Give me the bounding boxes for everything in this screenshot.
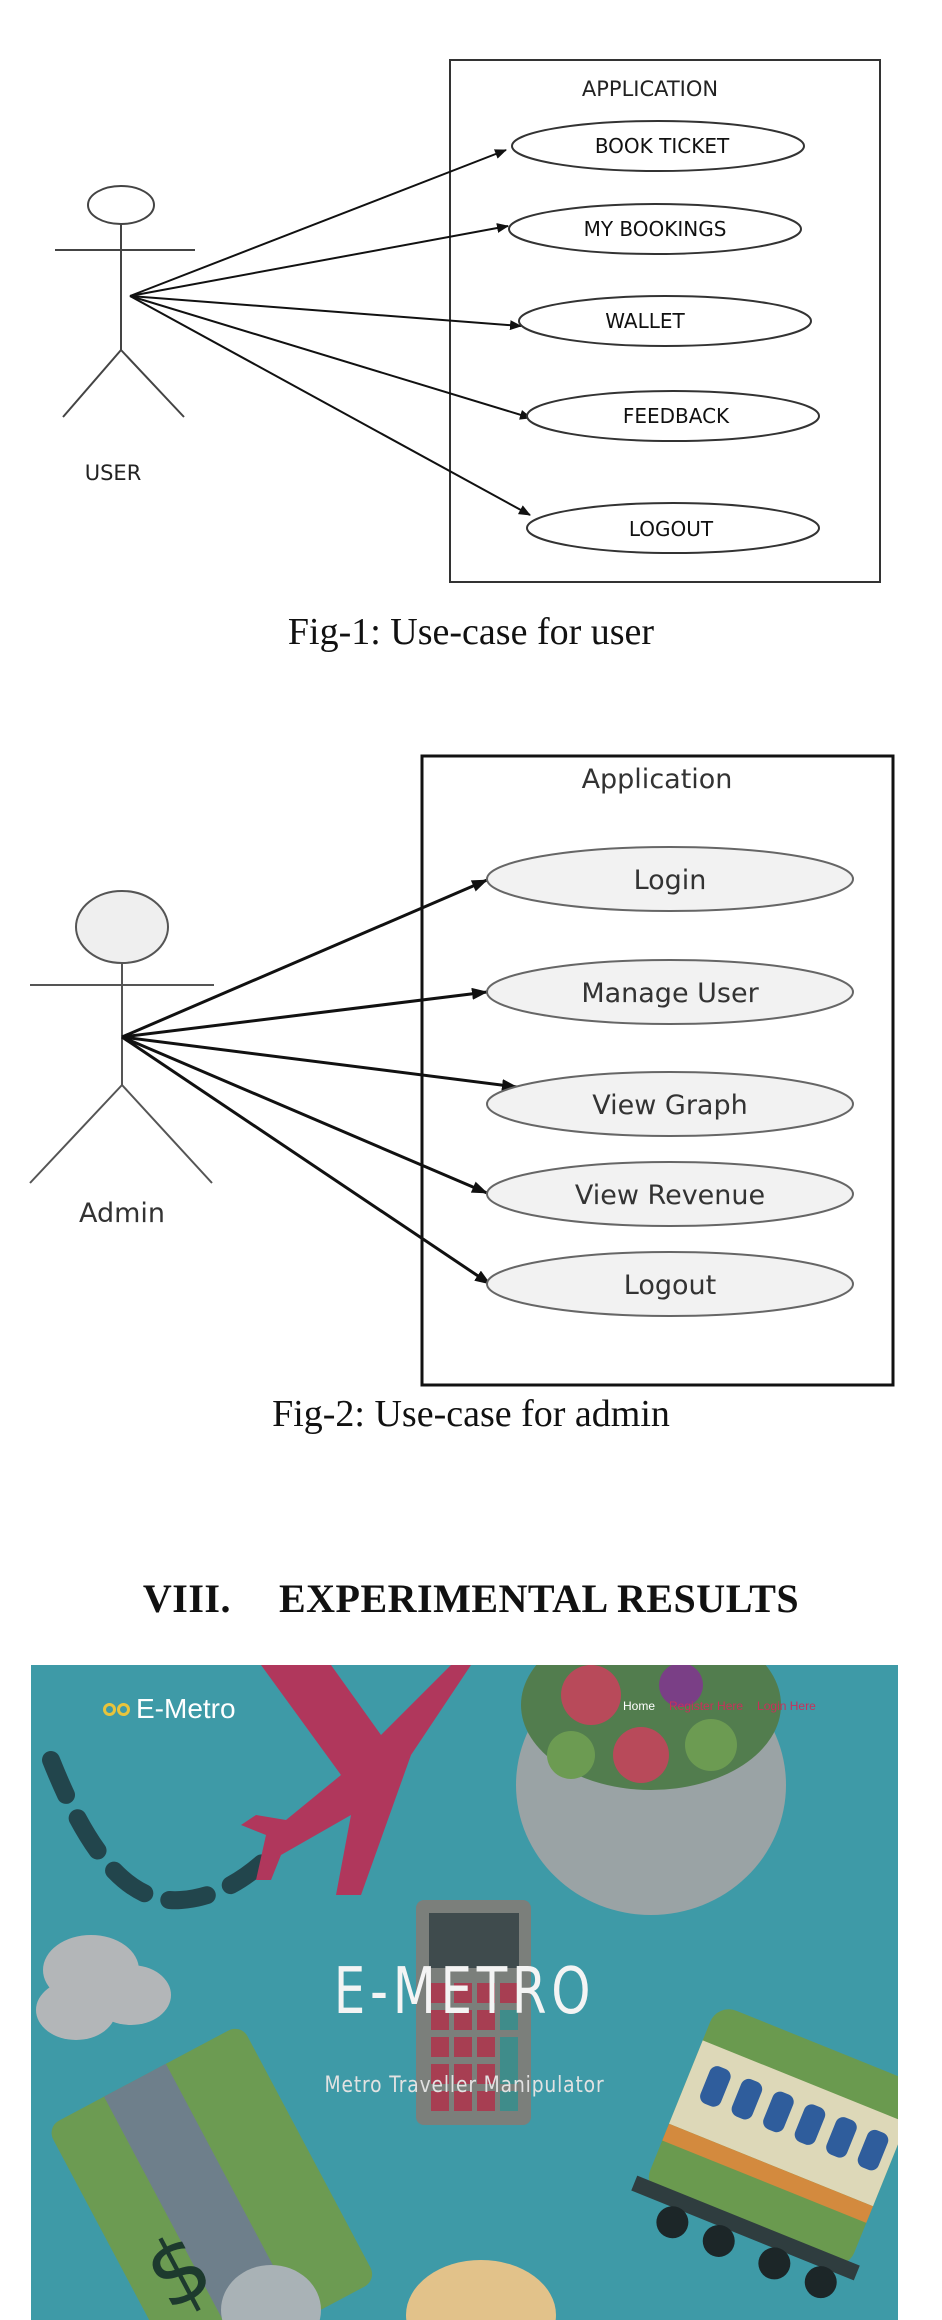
figure-caption: Fig-2: Use-case for admin	[272, 1393, 670, 1435]
use-case-ellipse	[511, 120, 805, 172]
decorative-shape	[406, 2260, 556, 2320]
owl-logo-icon	[103, 1702, 130, 1716]
use-case-diagram-user-svg: APPLICATION USER BOOK TICKET	[55, 59, 881, 583]
use-case-diagram-admin: Application Admin Login Ma	[0, 740, 942, 1400]
use-case-ellipse	[486, 1071, 854, 1137]
use-case-diagram-user: APPLICATION USER BOOK TICKET	[0, 0, 942, 600]
nav-link-home[interactable]: Home	[623, 1699, 656, 1713]
flight-path-dashes	[42, 1751, 285, 1910]
system-label: APPLICATION	[582, 77, 718, 101]
use-case-ellipse	[526, 502, 820, 554]
association-line	[129, 295, 531, 516]
brand-logo[interactable]: E-Metro	[103, 1693, 236, 1725]
use-case-label: FEEDBACK	[623, 404, 730, 428]
nav-link-register[interactable]: Register Here	[669, 1699, 744, 1713]
association-line	[121, 987, 488, 1039]
system-label: Application	[582, 764, 733, 795]
association-line	[129, 149, 507, 297]
app-screenshot: $ E-Metro Home Register Here Login Here …	[31, 1665, 898, 2320]
association-line	[121, 878, 488, 1039]
use-case-label: Logout	[624, 1270, 716, 1301]
use-case-ellipse	[486, 959, 854, 1025]
bowl-illustration	[516, 1665, 786, 1915]
nav-link-login[interactable]: Login Here	[757, 1699, 816, 1713]
association-line	[129, 295, 522, 331]
association-line	[121, 1035, 518, 1092]
use-case-label: LOGOUT	[629, 517, 714, 541]
use-case-ellipse	[486, 1161, 854, 1227]
actor-label: USER	[85, 461, 142, 485]
use-case-ellipse	[486, 1251, 854, 1317]
brand-name: E-Metro	[136, 1693, 236, 1724]
decorative-shape	[221, 2265, 321, 2320]
association-line	[129, 295, 532, 420]
hero-subtitle: Metro Traveller Manipulator	[324, 2073, 605, 2098]
use-case-ellipse	[486, 846, 854, 912]
association-line	[121, 1035, 491, 1286]
use-case-ellipse	[508, 203, 802, 255]
airplane-illustration	[241, 1665, 471, 1895]
association-line	[121, 1035, 488, 1195]
hero-title: E-METRO	[333, 1955, 596, 2029]
cloud-illustration	[36, 1935, 171, 2040]
use-case-label: Manage User	[581, 978, 759, 1009]
use-case-label: WALLET	[605, 309, 685, 333]
actor-admin	[29, 890, 214, 1184]
use-case-ellipse	[518, 295, 812, 347]
use-case-ellipse	[526, 390, 820, 442]
use-case-diagram-admin-svg: Application Admin Login Ma	[29, 754, 895, 1387]
use-case-label: View Graph	[592, 1090, 747, 1121]
use-case-label: BOOK TICKET	[595, 134, 730, 158]
calculator-illustration	[416, 1900, 531, 2125]
actor-user	[55, 185, 195, 418]
hero-illustration: $	[31, 1665, 898, 2320]
use-case-label: Login	[634, 865, 707, 896]
use-case-label: View Revenue	[575, 1180, 765, 1211]
association-line	[129, 223, 509, 297]
figure-caption: Fig-1: Use-case for user	[287, 611, 655, 653]
use-case-label: MY BOOKINGS	[584, 217, 727, 241]
section-title: EXPERIMENTAL RESULTS	[278, 1576, 800, 1621]
actor-label: Admin	[79, 1198, 165, 1229]
system-boundary	[420, 754, 895, 1387]
section-number: VIII.	[142, 1576, 231, 1621]
section-heading: VIII. EXPERIMENTAL RESULTS	[0, 1575, 942, 1622]
train-illustration	[631, 2009, 898, 2299]
top-nav: Home Register Here Login Here	[623, 1699, 816, 1713]
